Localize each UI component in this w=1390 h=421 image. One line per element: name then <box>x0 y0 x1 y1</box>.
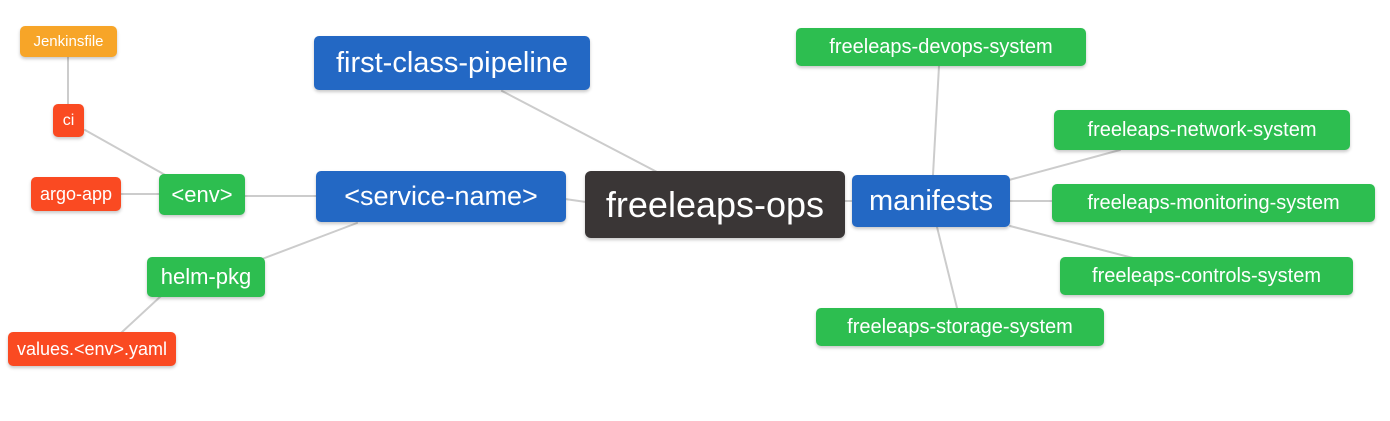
node-helm-pkg[interactable]: helm-pkg <box>147 257 265 297</box>
node-manifests[interactable]: manifests <box>852 175 1010 227</box>
node-values-env-yaml[interactable]: values.<env>.yaml <box>8 332 176 366</box>
edge-manifests-devops <box>932 65 940 176</box>
edge-manifests-storage <box>936 226 958 309</box>
node-freeleaps-monitoring-system[interactable]: freeleaps-monitoring-system <box>1052 184 1375 222</box>
node-freeleaps-controls-system[interactable]: freeleaps-controls-system <box>1060 257 1353 295</box>
edge-helmpkg-values <box>120 295 162 334</box>
edge-servicename-helmpkg <box>261 222 358 260</box>
node-freeleaps-ops-root[interactable]: freeleaps-ops <box>585 171 845 238</box>
edge-manifests-network <box>1008 149 1121 181</box>
node-freeleaps-network-system[interactable]: freeleaps-network-system <box>1054 110 1350 150</box>
node-freeleaps-devops-system[interactable]: freeleaps-devops-system <box>796 28 1086 66</box>
edge-servicename-root <box>564 198 587 203</box>
edge-manifests-controls <box>1009 225 1134 259</box>
edge-ci-env <box>84 129 168 177</box>
edge-pipeline-root <box>501 90 658 173</box>
node-ci[interactable]: ci <box>53 104 84 137</box>
node-argo-app[interactable]: argo-app <box>31 177 121 211</box>
node-env[interactable]: <env> <box>159 174 245 215</box>
node-first-class-pipeline[interactable]: first-class-pipeline <box>314 36 590 90</box>
node-freeleaps-storage-system[interactable]: freeleaps-storage-system <box>816 308 1104 346</box>
node-service-name[interactable]: <service-name> <box>316 171 566 222</box>
node-jenkinsfile[interactable]: Jenkinsfile <box>20 26 117 57</box>
